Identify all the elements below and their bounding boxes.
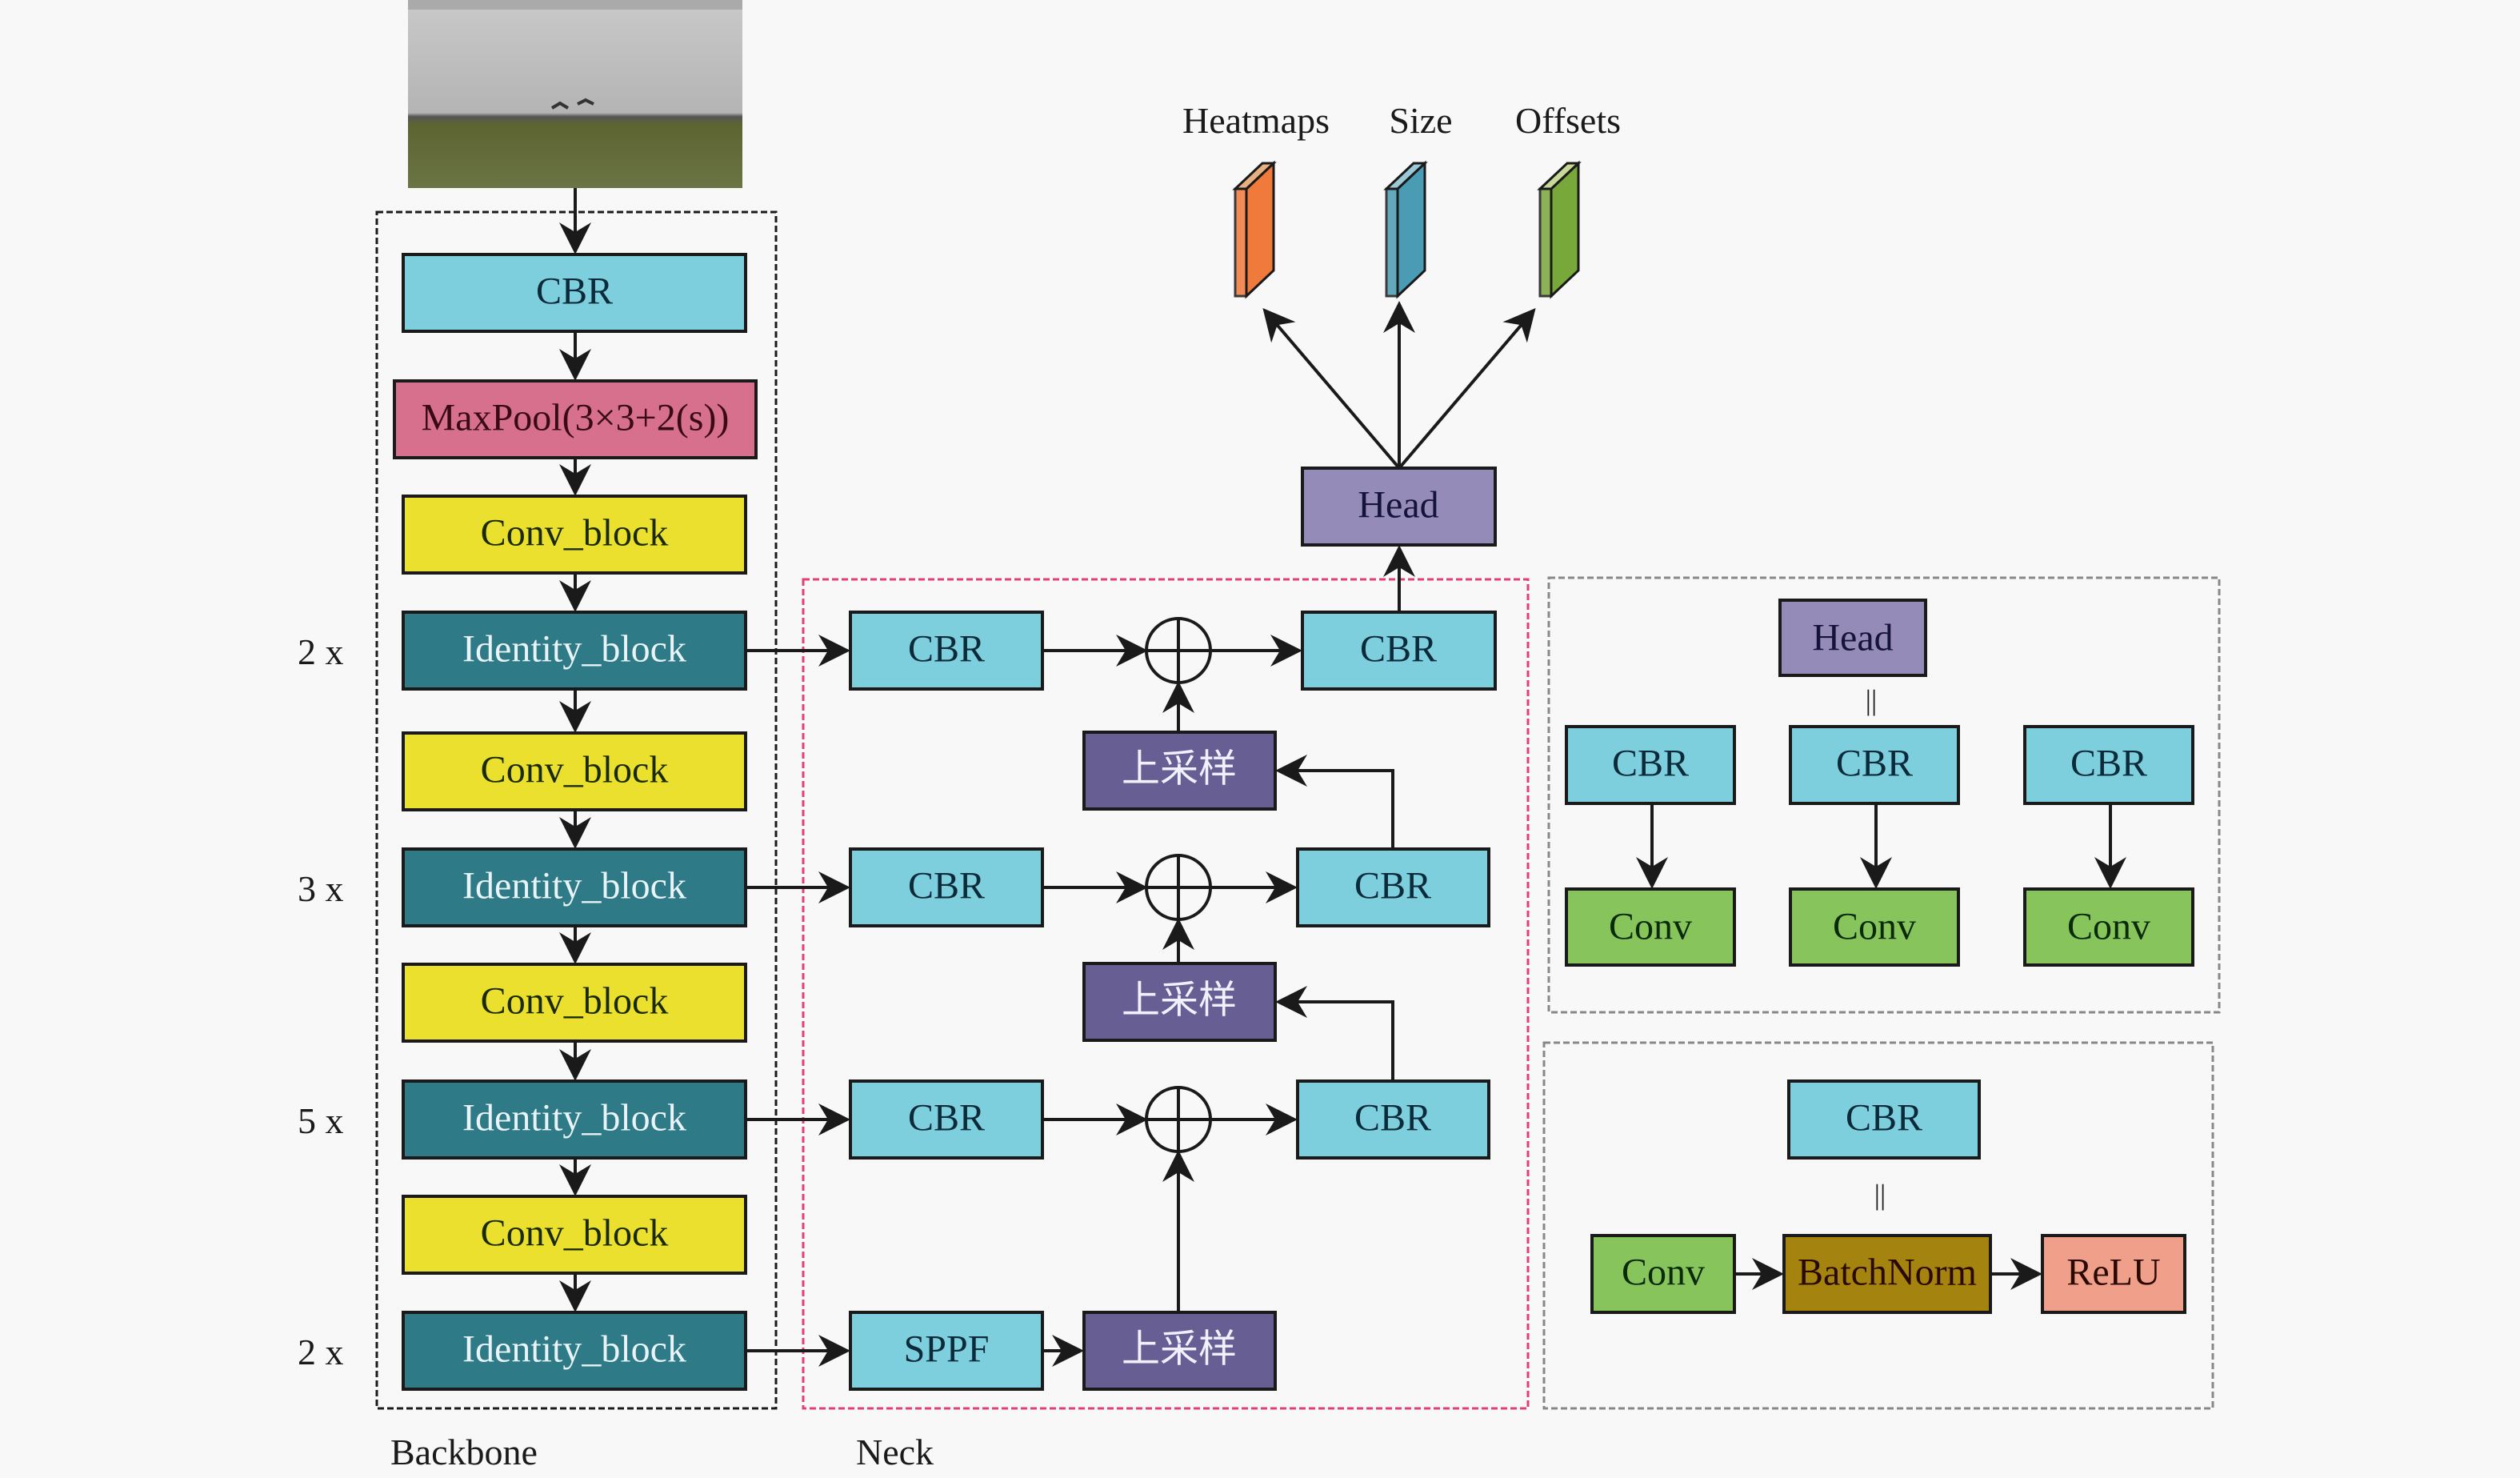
input-image: [408, 0, 742, 188]
block-label: CBR: [1612, 743, 1689, 785]
add-node-icon: [1145, 617, 1212, 684]
legend-head-panel: Head || CBR CBR CBR Conv Conv Conv: [1547, 576, 2221, 1014]
neck-container: [802, 578, 1530, 1410]
add-node-icon: [1145, 1086, 1212, 1153]
legend-cbr-batchnorm: BatchNorm: [1782, 1234, 1992, 1314]
block-label: CBR: [536, 270, 613, 313]
backbone-container: [375, 210, 778, 1410]
block-label: 上采样: [1122, 979, 1237, 1022]
block-label: Identity_block: [462, 1328, 686, 1371]
legend-head-cbr-3: CBR: [2023, 725, 2194, 805]
equals-sign: ||: [1866, 684, 1877, 716]
legend-head-cbr-1: CBR: [1565, 725, 1736, 805]
legend-cbr-relu: ReLU: [2041, 1234, 2186, 1314]
arrow: [1275, 755, 1394, 849]
backbone-block-conv-block-4[interactable]: Conv_block: [402, 1195, 747, 1275]
backbone-block-conv-block-3[interactable]: Conv_block: [402, 963, 747, 1043]
legend-cbr-panel: CBR || Conv BatchNorm ReLU: [1542, 1041, 2214, 1410]
offsets-tensor-icon: [1537, 160, 1582, 299]
legend-head-block: Head: [1778, 599, 1927, 677]
neck-cbr-right-2[interactable]: CBR: [1296, 847, 1490, 927]
block-label: ReLU: [2066, 1252, 2160, 1294]
backbone-block-identity-block-1[interactable]: Identity_block: [402, 611, 747, 691]
backbone-label: Backbone: [390, 1432, 538, 1472]
block-label: CBR: [908, 865, 985, 907]
neck-cbr-left-2[interactable]: CBR: [849, 847, 1044, 927]
block-label: 上采样: [1122, 1328, 1237, 1371]
neck-upsample-2[interactable]: 上采样: [1082, 962, 1277, 1042]
neck-sppf[interactable]: SPPF: [849, 1311, 1044, 1391]
backbone-block-identity-block-4[interactable]: Identity_block: [402, 1311, 747, 1391]
legend-head-conv-2: Conv: [1789, 887, 1960, 967]
block-label: Conv_block: [481, 1212, 669, 1255]
block-label: MaxPool(3×3+2(s)): [422, 397, 730, 439]
legend-head-cbr-2: CBR: [1789, 725, 1960, 805]
arrow-head-to-heatmaps: [1262, 307, 1401, 470]
block-label: Conv: [1622, 1252, 1705, 1294]
block-label: BatchNorm: [1798, 1252, 1977, 1294]
block-label: Identity_block: [462, 865, 686, 907]
block-label: Conv: [1609, 906, 1692, 948]
backbone-block-maxpool[interactable]: MaxPool(3×3+2(s)): [393, 379, 758, 459]
neck-cbr-right-1[interactable]: CBR: [1301, 611, 1497, 691]
repeat-label: 2 x: [298, 1332, 344, 1372]
output-label-size: Size: [1389, 100, 1452, 141]
repeat-label: 3 x: [298, 868, 344, 909]
neck-cbr-right-3[interactable]: CBR: [1296, 1079, 1490, 1160]
block-label: CBR: [908, 628, 985, 671]
block-label: CBR: [1360, 628, 1437, 671]
legend-head-conv-1: Conv: [1565, 887, 1736, 967]
backbone-block-conv-block-2[interactable]: Conv_block: [402, 731, 747, 811]
add-node-icon: [1145, 854, 1212, 921]
block-label: Identity_block: [462, 628, 686, 671]
block-label: Head: [1358, 484, 1438, 527]
size-tensor-icon: [1383, 160, 1428, 299]
block-label: CBR: [1354, 865, 1431, 907]
backbone-block-identity-block-3[interactable]: Identity_block: [402, 1079, 747, 1160]
block-label: Conv: [1833, 906, 1916, 948]
block-label: CBR: [1354, 1097, 1431, 1140]
block-label: 上采样: [1122, 748, 1237, 791]
legend-head-conv-3: Conv: [2023, 887, 2194, 967]
block-label: CBR: [908, 1097, 985, 1140]
legend-cbr-conv: Conv: [1590, 1234, 1736, 1314]
neck-label: Neck: [856, 1432, 934, 1472]
block-label: CBR: [2070, 743, 2147, 785]
repeat-label: 5 x: [298, 1100, 344, 1141]
block-label: Conv_block: [481, 512, 669, 555]
block-label: SPPF: [904, 1328, 990, 1371]
legend-cbr-block: CBR: [1787, 1079, 1981, 1160]
neck-upsample-3[interactable]: 上采样: [1082, 1311, 1277, 1391]
output-label-heatmaps: Heatmaps: [1182, 100, 1330, 141]
neck-cbr-left-1[interactable]: CBR: [849, 611, 1044, 691]
neck-upsample-1[interactable]: 上采样: [1082, 731, 1277, 811]
arrow: [1275, 986, 1394, 1081]
repeat-label: 2 x: [298, 631, 344, 672]
arrow-head-to-offsets: [1398, 307, 1536, 470]
backbone-block-cbr[interactable]: CBR: [402, 253, 747, 333]
block-label: Conv: [2067, 906, 2150, 948]
block-label: Identity_block: [462, 1097, 686, 1140]
neck-cbr-left-3[interactable]: CBR: [849, 1079, 1044, 1160]
backbone-block-conv-block-1[interactable]: Conv_block: [402, 495, 747, 575]
backbone-block-identity-block-2[interactable]: Identity_block: [402, 847, 747, 927]
block-label: CBR: [1836, 743, 1913, 785]
output-label-offsets: Offsets: [1515, 100, 1621, 141]
head-block[interactable]: Head: [1301, 467, 1497, 547]
block-label: Conv_block: [481, 980, 669, 1023]
block-label: Head: [1812, 617, 1893, 659]
block-label: CBR: [1846, 1097, 1922, 1140]
equals-sign: ||: [1874, 1179, 1886, 1211]
heatmaps-tensor-icon: [1232, 160, 1277, 299]
block-label: Conv_block: [481, 749, 669, 791]
